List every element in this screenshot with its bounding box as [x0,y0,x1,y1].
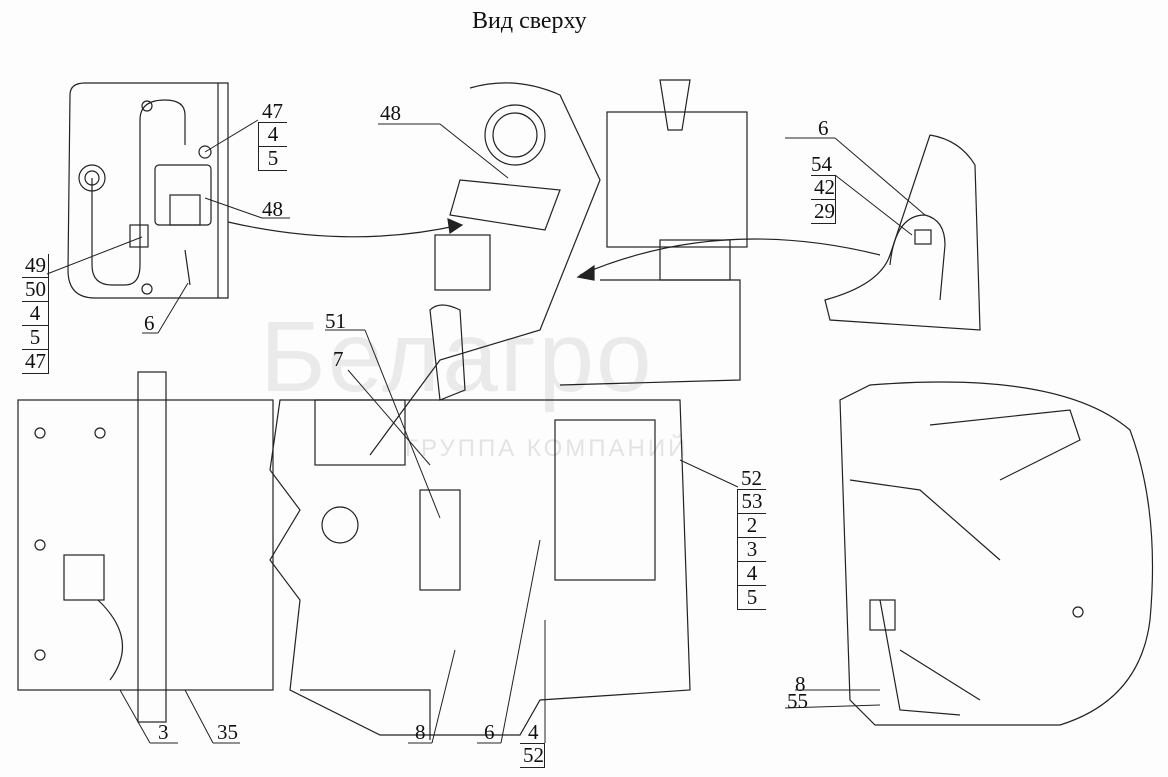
callout-50: 50 [22,278,48,302]
callout-35: 35 [217,720,238,744]
callout-49: 49 [22,254,48,278]
air-filter-assembly [369,82,601,456]
callout-48-left: 48 [262,197,283,221]
callout-stack-52-bottom: 52 [520,743,545,768]
callout-4: 4 [738,562,766,586]
callout-8-bottom: 8 [415,720,426,744]
callout-stack-52: 53 2 3 4 5 [737,489,766,610]
pump-unit [559,79,748,386]
callout-stack-42-29: 42 29 [811,175,836,224]
watermark-subtitle: ГРУППА КОМПАНИЙ [405,435,689,462]
callout-55: 55 [787,689,808,713]
callout-51: 51 [325,309,346,333]
callout-54: 54 [811,152,832,176]
callout-6-inset: 6 [144,311,155,335]
callout-48-center: 48 [380,101,401,125]
callout-5: 5 [22,326,48,350]
inset-top-left-panel [67,82,229,299]
callout-53: 53 [738,489,766,514]
arrow-leader-right [579,238,881,276]
callout-8-right: 8 [795,672,806,696]
callout-52: 52 [741,466,762,490]
callout-stack-49: 49 50 4 5 47 [22,254,49,374]
callout-2: 2 [738,514,766,538]
leader-lines [46,119,926,744]
callout-3: 3 [738,538,766,562]
inset-top-right-panel [824,134,981,331]
callout-47: 47 [262,99,283,123]
callout-4: 4 [22,302,48,326]
inset-bottom-right-panel [839,381,1154,726]
callout-4-bottom: 4 [528,720,539,744]
callout-5: 5 [738,586,766,610]
callout-4: 4 [259,122,287,147]
callout-stack-4-5: 4 5 [258,122,287,171]
callout-3-bottom: 3 [158,720,169,744]
callout-29: 29 [811,200,835,224]
callout-52-bottom: 52 [520,743,544,768]
callout-6-bottom: 6 [484,720,495,744]
watermark-logo: Белагро [260,301,654,413]
callout-47: 47 [22,350,48,374]
arrow-leader-left [227,221,461,238]
callout-7: 7 [333,347,344,371]
drawing-title: Вид сверху [472,8,587,34]
left-frame [17,371,274,723]
callout-42: 42 [811,175,835,200]
engine-block [269,399,691,740]
callout-6-top-right: 6 [818,116,829,140]
callout-5: 5 [259,147,287,171]
